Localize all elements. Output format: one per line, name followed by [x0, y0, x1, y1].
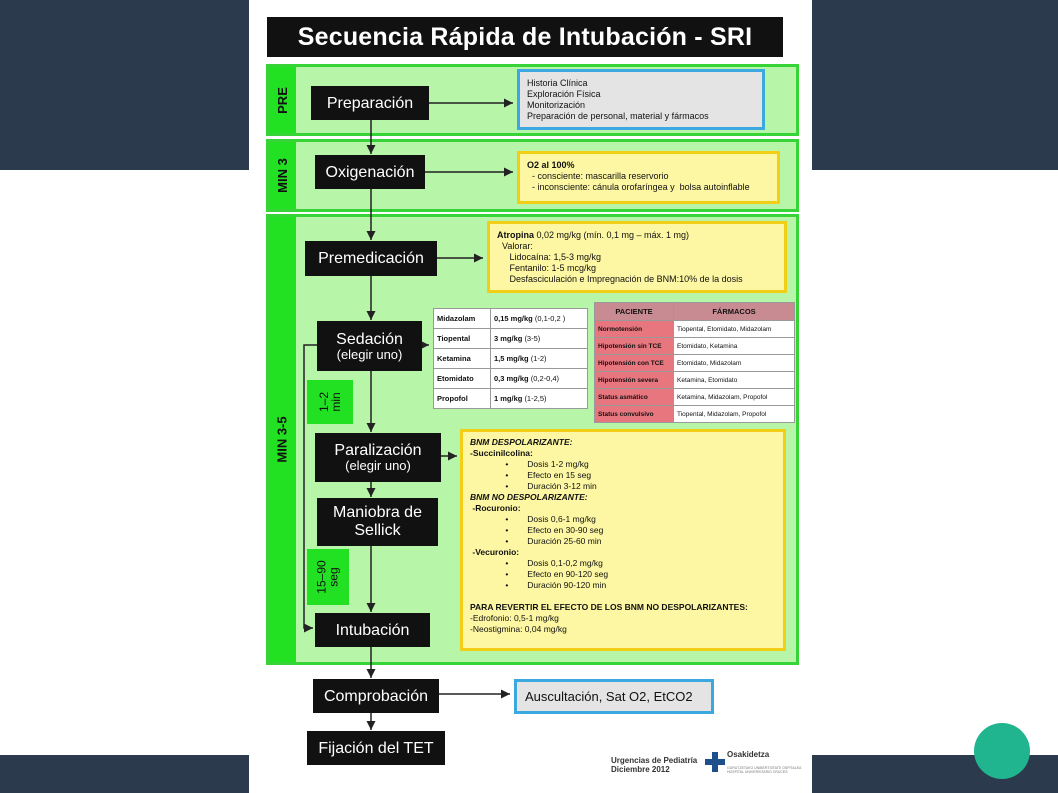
section-label-min3: MIN 3: [269, 142, 296, 209]
paralizacion-line: • Duración 3-12 min: [470, 481, 597, 491]
premedicacion-details: Atropina 0,02 mg/kg (mín. 0,1 mg – máx. …: [487, 221, 787, 293]
page-title: Secuencia Rápida de Intubación - SRI: [267, 17, 783, 57]
paralizacion-line: • Dosis 0,1-0,2 mg/kg: [470, 558, 603, 568]
paralizacion-line: • Duración 90-120 min: [470, 580, 607, 590]
timer-15-90-seg: 15–90 seg: [307, 549, 349, 605]
step-sedacion: Sedación (elegir uno): [317, 321, 422, 371]
osakidetza-logo-icon: [705, 752, 725, 772]
preparacion-details: Historia Clínica Exploración Física Moni…: [517, 69, 765, 130]
footer-credit: Urgencias de Pediatría Diciembre 2012: [611, 756, 698, 774]
step-oxigenacion: Oxigenación: [315, 155, 425, 189]
paralizacion-line: -Vecuronio:: [470, 547, 520, 557]
section-label-min35: MIN 3-5: [269, 217, 296, 662]
paralizacion-line: • Dosis 1-2 mg/kg: [470, 459, 589, 469]
step-comprobacion: Comprobación: [313, 679, 439, 713]
step-intubacion: Intubación: [315, 613, 430, 647]
paralizacion-line: -Neostigmina: 0,04 mg/kg: [470, 624, 567, 634]
comprobacion-details: Auscultación, Sat O2, EtCO2: [514, 679, 714, 714]
logo-subtitle: GURUTZETAKO UNIBERTSITATE OSPITALEA HOSP…: [727, 766, 802, 774]
paralizacion-line: -Rocuronio:: [470, 503, 521, 513]
logo-name: Osakidetza: [727, 750, 770, 759]
paralizacion-line: • Efecto en 15 seg: [470, 470, 592, 480]
paralizacion-line: [470, 591, 776, 602]
step-premedicacion: Premedicación: [305, 241, 437, 276]
timer-1-2-min: 1–2 min: [307, 380, 353, 424]
step-fijacion-tet: Fijación del TET: [307, 731, 445, 765]
paralizacion-line: • Duración 25-60 min: [470, 536, 602, 546]
paralizacion-line: -Edrofonio: 0,5-1 mg/kg: [470, 613, 559, 623]
paralizacion-details: BNM DESPOLARIZANTE:-Succinilcolina: • Do…: [460, 429, 786, 651]
accent-circle: [974, 723, 1030, 779]
paralizacion-line: BNM DESPOLARIZANTE:: [470, 437, 573, 447]
section-label-pre: PRE: [269, 67, 296, 133]
paralizacion-line: • Efecto en 30-90 seg: [470, 525, 604, 535]
paralizacion-line: • Dosis 0,6-1 mg/kg: [470, 514, 596, 524]
step-maniobra-sellick: Maniobra de Sellick: [317, 498, 438, 546]
paralizacion-line: • Efecto en 90-120 seg: [470, 569, 609, 579]
oxigenacion-details: O2 al 100% - consciente: mascarilla rese…: [517, 151, 780, 204]
paralizacion-line: BNM NO DESPOLARIZANTE:: [470, 492, 588, 502]
step-paralizacion: Paralización (elegir uno): [315, 433, 441, 482]
step-preparacion: Preparación: [311, 86, 429, 120]
paralizacion-line: -Succinilcolina:: [470, 448, 533, 458]
paralizacion-line: PARA REVERTIR EL EFECTO DE LOS BNM NO DE…: [470, 602, 748, 612]
